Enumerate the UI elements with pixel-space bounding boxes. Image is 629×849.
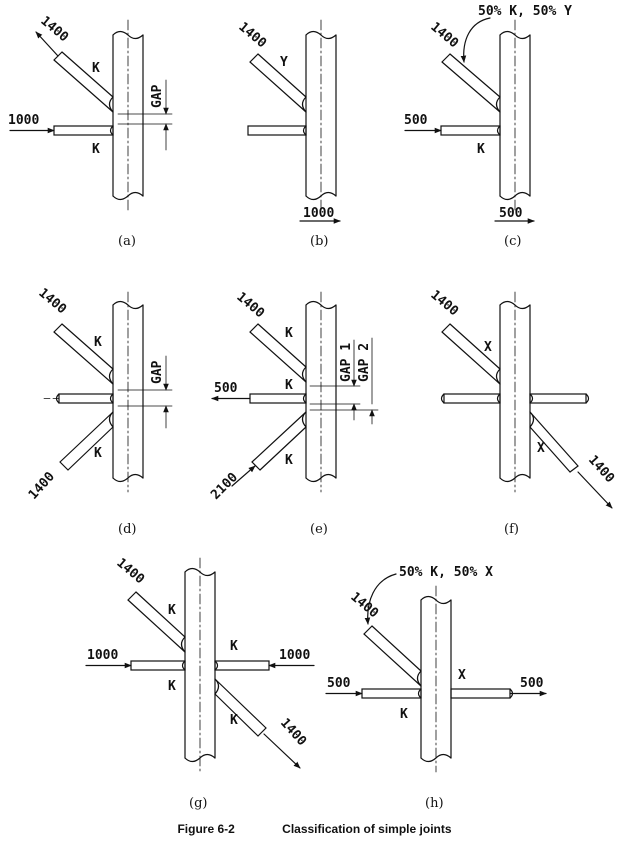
load-label-a-1000: 1000 <box>8 113 39 128</box>
panel-f <box>440 291 613 509</box>
classification-note-c: 50% K, 50% Y <box>478 4 572 19</box>
load-label-a-1400: 1400 <box>37 14 71 46</box>
panel-d <box>43 291 173 493</box>
brace-e-lower <box>231 411 307 487</box>
gap-dimension-d <box>117 355 173 429</box>
joint-type-e-upper: K <box>285 326 293 341</box>
brace-g-left <box>85 660 186 671</box>
joint-type-e-middle: K <box>285 378 293 393</box>
panel-g <box>85 557 315 773</box>
brace-h-left <box>325 688 422 699</box>
joint-type-a-lower: K <box>92 142 100 157</box>
brace-f-left <box>440 393 501 404</box>
load-label-h-500-right: 500 <box>520 676 544 691</box>
panel-b <box>247 19 341 224</box>
load-label-e-2100: 2100 <box>208 470 241 503</box>
load-label-g-1400-bottom: 1400 <box>277 716 309 749</box>
joint-type-h-right: X <box>458 668 466 683</box>
panel-caption-d: (d) <box>118 522 136 537</box>
joint-type-g-upper-left: K <box>168 603 176 618</box>
gap-label-d: GAP <box>150 360 165 384</box>
panel-a <box>9 19 173 211</box>
brace-a-diagonal <box>35 31 114 113</box>
panel-caption-a: (a) <box>118 234 136 249</box>
brace-e-upper <box>249 323 307 383</box>
joint-type-d-upper: K <box>94 335 102 350</box>
brace-d-horizontal <box>43 393 114 404</box>
brace-b-horizontal <box>247 125 307 136</box>
brace-f-right <box>529 393 590 404</box>
load-label-e-1400: 1400 <box>233 290 267 322</box>
panel-caption-c: (c) <box>504 234 521 249</box>
figure-number: Figure 6-2 <box>177 822 235 836</box>
panel-caption-g: (g) <box>189 796 207 811</box>
joint-type-h-left: K <box>400 707 408 722</box>
panel-e <box>211 291 379 493</box>
load-label-g-1000-right: 1000 <box>279 648 310 663</box>
joint-type-g-right: K <box>230 639 238 654</box>
joint-type-d-lower: K <box>94 446 102 461</box>
chord-a <box>112 19 144 211</box>
load-label-f-1400-top: 1400 <box>427 288 461 320</box>
load-label-f-1400-bottom: 1400 <box>585 453 617 486</box>
joint-type-e-lower: K <box>285 453 293 468</box>
chord-d <box>112 291 144 493</box>
brace-d-lower <box>59 411 114 471</box>
load-label-e-500: 500 <box>214 381 238 396</box>
joint-type-c: K <box>477 142 485 157</box>
joint-type-a-upper: K <box>92 61 100 76</box>
joint-type-f-upper: X <box>484 340 492 355</box>
brace-g-lower-right <box>214 678 301 769</box>
figure-caption: Figure 6-2 Classification of simple join… <box>0 822 629 836</box>
brace-c-horizontal <box>404 125 501 136</box>
load-label-c-500-left: 500 <box>404 113 428 128</box>
panel-caption-e: (e) <box>310 522 328 537</box>
brace-a-horizontal <box>9 125 114 136</box>
brace-f-upper <box>441 323 501 385</box>
chord-g <box>184 557 216 773</box>
gap-dimensions-e <box>309 337 379 425</box>
brace-b-diagonal <box>249 53 307 113</box>
joint-type-g-lower-right: K <box>230 713 238 728</box>
chord-f <box>499 291 531 493</box>
figure-title: Classification of simple joints <box>282 822 452 836</box>
gap-label-e-1: GAP 1 <box>339 343 354 382</box>
brace-d-upper <box>53 323 114 385</box>
gap-label-e-2: GAP 2 <box>357 343 372 382</box>
panel-c <box>404 17 535 224</box>
load-label-g-1400-top: 1400 <box>113 556 147 588</box>
gap-label-a: GAP <box>150 84 165 108</box>
joint-type-g-lower-left: K <box>168 679 176 694</box>
panel-caption-h: (h) <box>425 796 444 811</box>
load-label-h-500-left: 500 <box>327 676 351 691</box>
panel-caption-b: (b) <box>310 234 328 249</box>
brace-f-lower <box>529 411 613 509</box>
brace-g-right <box>214 660 315 671</box>
gap-dimension-a <box>117 79 173 151</box>
load-label-h-1400: 1400 <box>347 590 381 622</box>
chord-b <box>305 19 337 211</box>
load-label-b-1000: 1000 <box>303 206 334 221</box>
brace-h-diagonal <box>363 625 422 687</box>
panel-h <box>325 573 547 773</box>
load-label-g-1000-left: 1000 <box>87 648 118 663</box>
chord-e <box>305 291 337 493</box>
brace-e-horizontal <box>211 393 307 404</box>
joint-type-f-lower: X <box>537 441 545 456</box>
joint-type-b: Y <box>280 55 288 70</box>
classification-note-h: 50% K, 50% X <box>399 565 493 580</box>
brace-h-right <box>450 688 547 699</box>
load-label-d-1400-bottom: 1400 <box>26 469 58 502</box>
chord-h <box>420 585 452 773</box>
load-label-c-1400: 1400 <box>427 20 461 52</box>
load-label-d-1400-top: 1400 <box>35 286 69 318</box>
load-label-c-500-bottom: 500 <box>499 206 523 221</box>
brace-g-upper-left <box>127 591 186 653</box>
load-label-b-1400: 1400 <box>235 20 269 52</box>
brace-c-diagonal <box>441 53 501 113</box>
chord-c <box>499 19 531 211</box>
panel-caption-f: (f) <box>504 522 519 537</box>
